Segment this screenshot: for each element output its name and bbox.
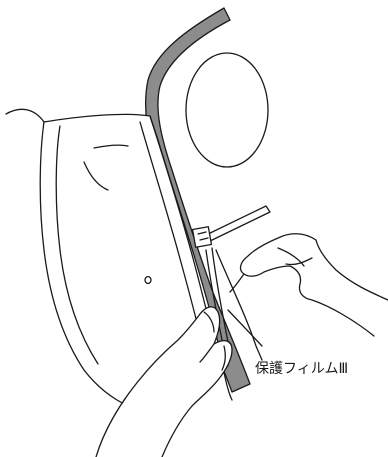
right-hand xyxy=(241,234,388,336)
applicator-tool xyxy=(193,206,270,247)
protective-film-label: 保護フィルムⅢ xyxy=(255,358,348,378)
left-hand xyxy=(96,307,232,457)
circular-component xyxy=(186,53,268,167)
